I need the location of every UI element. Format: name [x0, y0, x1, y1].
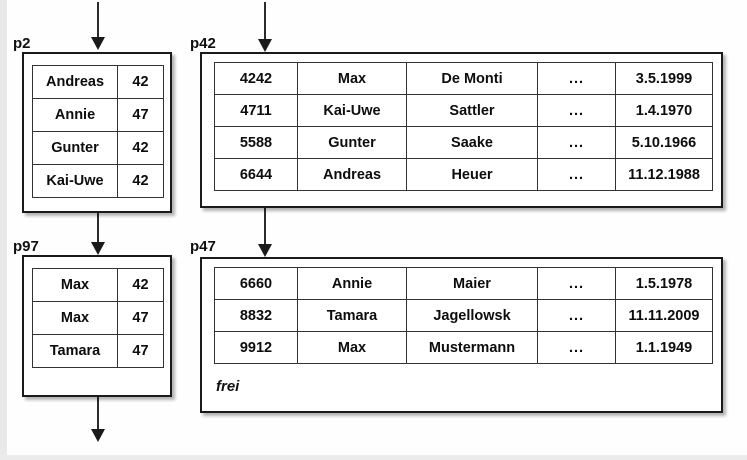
cell-firstname: Kai-Uwe [297, 94, 407, 127]
cell-lastname: De Monti [406, 62, 538, 95]
block-p97: Max 42 Max 47 Tamara 47 [22, 255, 172, 397]
block-p47: 6660 Annie Maier ... 1.5.1978 8832 Tamar… [200, 257, 723, 413]
cell-more: ... [537, 126, 616, 159]
cell-id: 6660 [214, 267, 298, 300]
block-p42: 4242 Max De Monti ... 3.5.1999 4711 Kai-… [200, 52, 723, 208]
cell-lastname: Jagellowsk [406, 299, 538, 332]
table-row: 5588 Gunter Saake ... 5.10.1966 [214, 126, 713, 159]
cell-firstname: Andreas [297, 158, 407, 191]
cell-lastname: Sattler [406, 94, 538, 127]
arrow-into-p2 [90, 2, 106, 50]
cell-name: Andreas [32, 65, 118, 99]
cell-more: ... [537, 299, 616, 332]
cell-firstname: Gunter [297, 126, 407, 159]
table-row: Tamara 47 [32, 334, 164, 368]
cell-firstname: Max [297, 331, 407, 364]
cell-name: Max [32, 268, 118, 302]
table-row: 6660 Annie Maier ... 1.5.1978 [214, 267, 713, 300]
cell-lastname: Saake [406, 126, 538, 159]
cell-lastname: Heuer [406, 158, 538, 191]
table-row: Max 47 [32, 301, 164, 335]
table-p2: Andreas 42 Annie 47 Gunter 42 Kai-Uwe 42 [32, 65, 164, 198]
cell-hash: 47 [117, 98, 164, 132]
cell-more: ... [537, 94, 616, 127]
arrow-p2-to-p97 [90, 213, 106, 255]
table-p47: 6660 Annie Maier ... 1.5.1978 8832 Tamar… [214, 267, 713, 364]
arrow-out-of-p97 [90, 397, 106, 442]
table-row: 9912 Max Mustermann ... 1.1.1949 [214, 331, 713, 364]
free-space-label: frei [216, 378, 240, 395]
cell-firstname: Max [297, 62, 407, 95]
cell-id: 6644 [214, 158, 298, 191]
cell-date: 5.10.1966 [615, 126, 713, 159]
cell-more: ... [537, 62, 616, 95]
cell-hash: 42 [117, 131, 164, 165]
cell-lastname: Maier [406, 267, 538, 300]
cell-more: ... [537, 267, 616, 300]
table-row: Max 42 [32, 268, 164, 302]
table-row: 6644 Andreas Heuer ... 11.12.1988 [214, 158, 713, 191]
cell-name: Max [32, 301, 118, 335]
cell-hash: 42 [117, 164, 164, 198]
table-row: 4242 Max De Monti ... 3.5.1999 [214, 62, 713, 95]
page-gutter-left [0, 0, 7, 460]
cell-hash: 42 [117, 268, 164, 302]
cell-name: Gunter [32, 131, 118, 165]
cell-hash: 47 [117, 301, 164, 335]
cell-id: 4242 [214, 62, 298, 95]
cell-id: 8832 [214, 299, 298, 332]
block-label-p42: p42 [190, 35, 216, 52]
table-row: 8832 Tamara Jagellowsk ... 11.11.2009 [214, 299, 713, 332]
table-row: Andreas 42 [32, 65, 164, 99]
page-gutter-bottom [0, 455, 747, 460]
block-p2: Andreas 42 Annie 47 Gunter 42 Kai-Uwe 42 [22, 52, 172, 213]
arrow-into-p42 [257, 2, 273, 52]
table-row: 4711 Kai-Uwe Sattler ... 1.4.1970 [214, 94, 713, 127]
cell-id: 4711 [214, 94, 298, 127]
table-p97: Max 42 Max 47 Tamara 47 [32, 268, 164, 368]
cell-date: 11.11.2009 [615, 299, 713, 332]
arrow-into-p47 [257, 208, 273, 257]
cell-date: 1.1.1949 [615, 331, 713, 364]
cell-more: ... [537, 158, 616, 191]
cell-firstname: Annie [297, 267, 407, 300]
block-label-p47: p47 [190, 238, 216, 255]
block-label-p97: p97 [13, 238, 39, 255]
cell-id: 5588 [214, 126, 298, 159]
cell-hash: 42 [117, 65, 164, 99]
cell-lastname: Mustermann [406, 331, 538, 364]
cell-more: ... [537, 331, 616, 364]
cell-hash: 47 [117, 334, 164, 368]
cell-name: Tamara [32, 334, 118, 368]
cell-id: 9912 [214, 331, 298, 364]
cell-date: 11.12.1988 [615, 158, 713, 191]
table-row: Kai-Uwe 42 [32, 164, 164, 198]
cell-date: 3.5.1999 [615, 62, 713, 95]
table-p42: 4242 Max De Monti ... 3.5.1999 4711 Kai-… [214, 62, 713, 191]
cell-date: 1.5.1978 [615, 267, 713, 300]
cell-date: 1.4.1970 [615, 94, 713, 127]
cell-firstname: Tamara [297, 299, 407, 332]
table-row: Annie 47 [32, 98, 164, 132]
cell-name: Kai-Uwe [32, 164, 118, 198]
block-label-p2: p2 [13, 35, 31, 52]
cell-name: Annie [32, 98, 118, 132]
table-row: Gunter 42 [32, 131, 164, 165]
